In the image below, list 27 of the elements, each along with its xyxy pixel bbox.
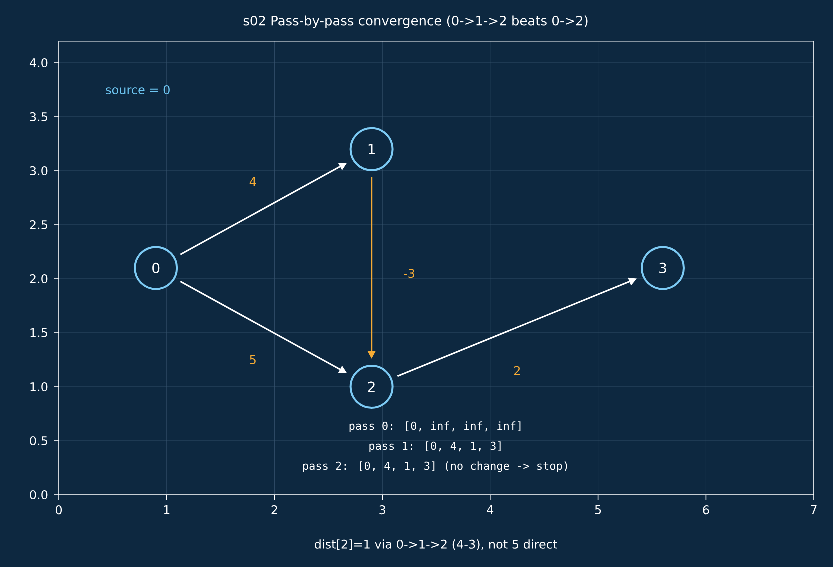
pass-line: pass 0: [0, inf, inf, inf] [350, 422, 521, 432]
chart-title: s02 Pass-by-pass convergence (0->1->2 beats 0->2) [244, 16, 588, 28]
tick-label: 2.5 [30, 220, 48, 230]
annotation: source = 0 [106, 85, 170, 95]
tick-label: 0.5 [30, 436, 48, 446]
tick-label: 2.0 [30, 274, 48, 284]
tick-label: 2 [272, 506, 278, 514]
tick-label: 1.5 [30, 328, 48, 338]
tick-label: 4 [487, 506, 494, 514]
pass-line: pass 1: [0, 4, 1, 3] [370, 442, 501, 452]
pass-line: pass 2: [0, 4, 1, 3] (no change -> stop) [303, 462, 568, 472]
tick-label: 0.0 [30, 490, 48, 500]
edge-label: 4 [250, 177, 256, 186]
tick-label: 3.0 [30, 166, 48, 176]
edge-label: 5 [250, 356, 256, 364]
tick-label: 1.0 [30, 382, 48, 392]
edge-label: 2 [514, 366, 520, 376]
tick-label: 5 [595, 506, 602, 514]
tick-label: 0 [56, 506, 62, 515]
tick-label: 1 [164, 506, 170, 514]
tick-label: 7 [811, 506, 817, 514]
axis-label: dist[2]=1 via 0->1->2 (4-3), not 5 direct [315, 540, 558, 550]
edge-label: -3 [404, 269, 415, 278]
tick-label: 3 [380, 506, 386, 515]
tick-label: 3.5 [30, 112, 48, 122]
tick-label: 6 [703, 506, 710, 515]
tick-label: 4.0 [30, 58, 48, 68]
